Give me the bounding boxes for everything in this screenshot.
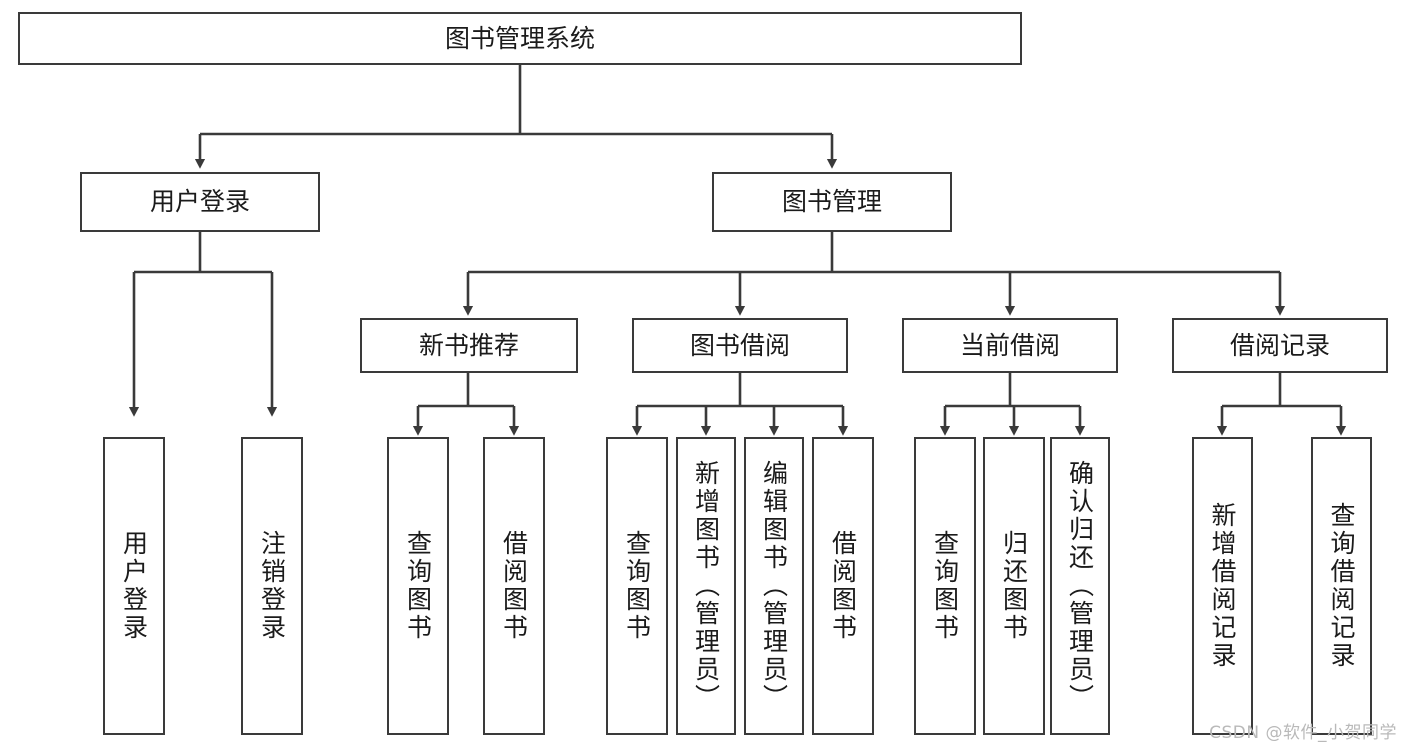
node-leaf-query-book-current[interactable]: 查询图书 — [914, 437, 976, 735]
node-leaf-query-book-newbook[interactable]: 查询图书 — [387, 437, 449, 735]
node-leaf-logout[interactable]: 注销登录 — [241, 437, 303, 735]
node-leaf-edit-book-admin[interactable]: 编辑图书（管理员） — [744, 437, 804, 735]
node-borrow-record[interactable]: 借阅记录 — [1172, 318, 1388, 373]
node-label: 查询借阅记录 — [1327, 502, 1356, 670]
node-label: 查询图书 — [403, 530, 433, 642]
node-book-borrow[interactable]: 图书借阅 — [632, 318, 848, 373]
node-label: 查询图书 — [622, 530, 652, 642]
node-label: 新增图书（管理员） — [691, 460, 721, 712]
node-label: 借阅记录 — [1229, 330, 1330, 360]
node-leaf-query-book-borrow[interactable]: 查询图书 — [606, 437, 668, 735]
node-leaf-add-borrow-record[interactable]: 新增借阅记录 — [1192, 437, 1253, 735]
node-leaf-query-borrow-record[interactable]: 查询借阅记录 — [1311, 437, 1372, 735]
node-label: 归还图书 — [999, 530, 1029, 642]
node-book-management[interactable]: 图书管理 — [712, 172, 952, 232]
node-label: 编辑图书（管理员） — [759, 460, 789, 712]
node-label: 查询图书 — [930, 530, 960, 642]
node-user-login[interactable]: 用户登录 — [80, 172, 320, 232]
node-label: 图书管理系统 — [444, 23, 595, 53]
node-leaf-add-book-admin[interactable]: 新增图书（管理员） — [676, 437, 736, 735]
node-label: 新书推荐 — [418, 330, 519, 360]
node-label: 当前借阅 — [959, 330, 1060, 360]
node-new-book-recommend[interactable]: 新书推荐 — [360, 318, 578, 373]
node-label: 借阅图书 — [828, 530, 858, 642]
node-leaf-user-login[interactable]: 用户登录 — [103, 437, 165, 735]
node-leaf-borrow-book[interactable]: 借阅图书 — [812, 437, 874, 735]
node-label: 图书管理 — [781, 187, 882, 217]
watermark-text: CSDN @软件_小贺同学 — [1209, 723, 1397, 743]
node-label: 借阅图书 — [499, 530, 529, 642]
node-label: 用户登录 — [119, 530, 149, 642]
node-leaf-borrow-book-newbook[interactable]: 借阅图书 — [483, 437, 545, 735]
node-root-system[interactable]: 图书管理系统 — [18, 12, 1022, 65]
node-label: 用户登录 — [149, 187, 250, 217]
node-label: 确认归还（管理员） — [1065, 460, 1095, 712]
node-label: 图书借阅 — [689, 330, 790, 360]
node-label: 注销登录 — [257, 530, 287, 642]
node-label: 新增借阅记录 — [1208, 502, 1237, 670]
node-current-borrow[interactable]: 当前借阅 — [902, 318, 1118, 373]
node-leaf-return-book[interactable]: 归还图书 — [983, 437, 1045, 735]
node-leaf-confirm-return-admin[interactable]: 确认归还（管理员） — [1050, 437, 1110, 735]
